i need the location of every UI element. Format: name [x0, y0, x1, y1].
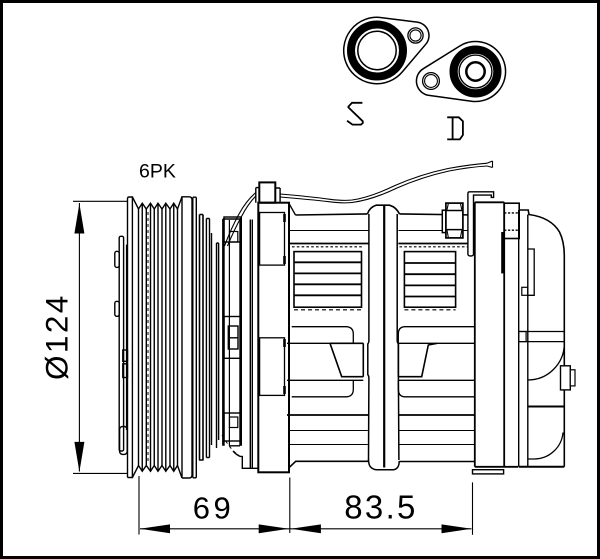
svg-text:Ø124: Ø124 [39, 293, 75, 380]
svg-text:83.5: 83.5 [344, 489, 417, 526]
svg-text:69: 69 [193, 490, 234, 525]
svg-text:6PK: 6PK [139, 160, 176, 182]
